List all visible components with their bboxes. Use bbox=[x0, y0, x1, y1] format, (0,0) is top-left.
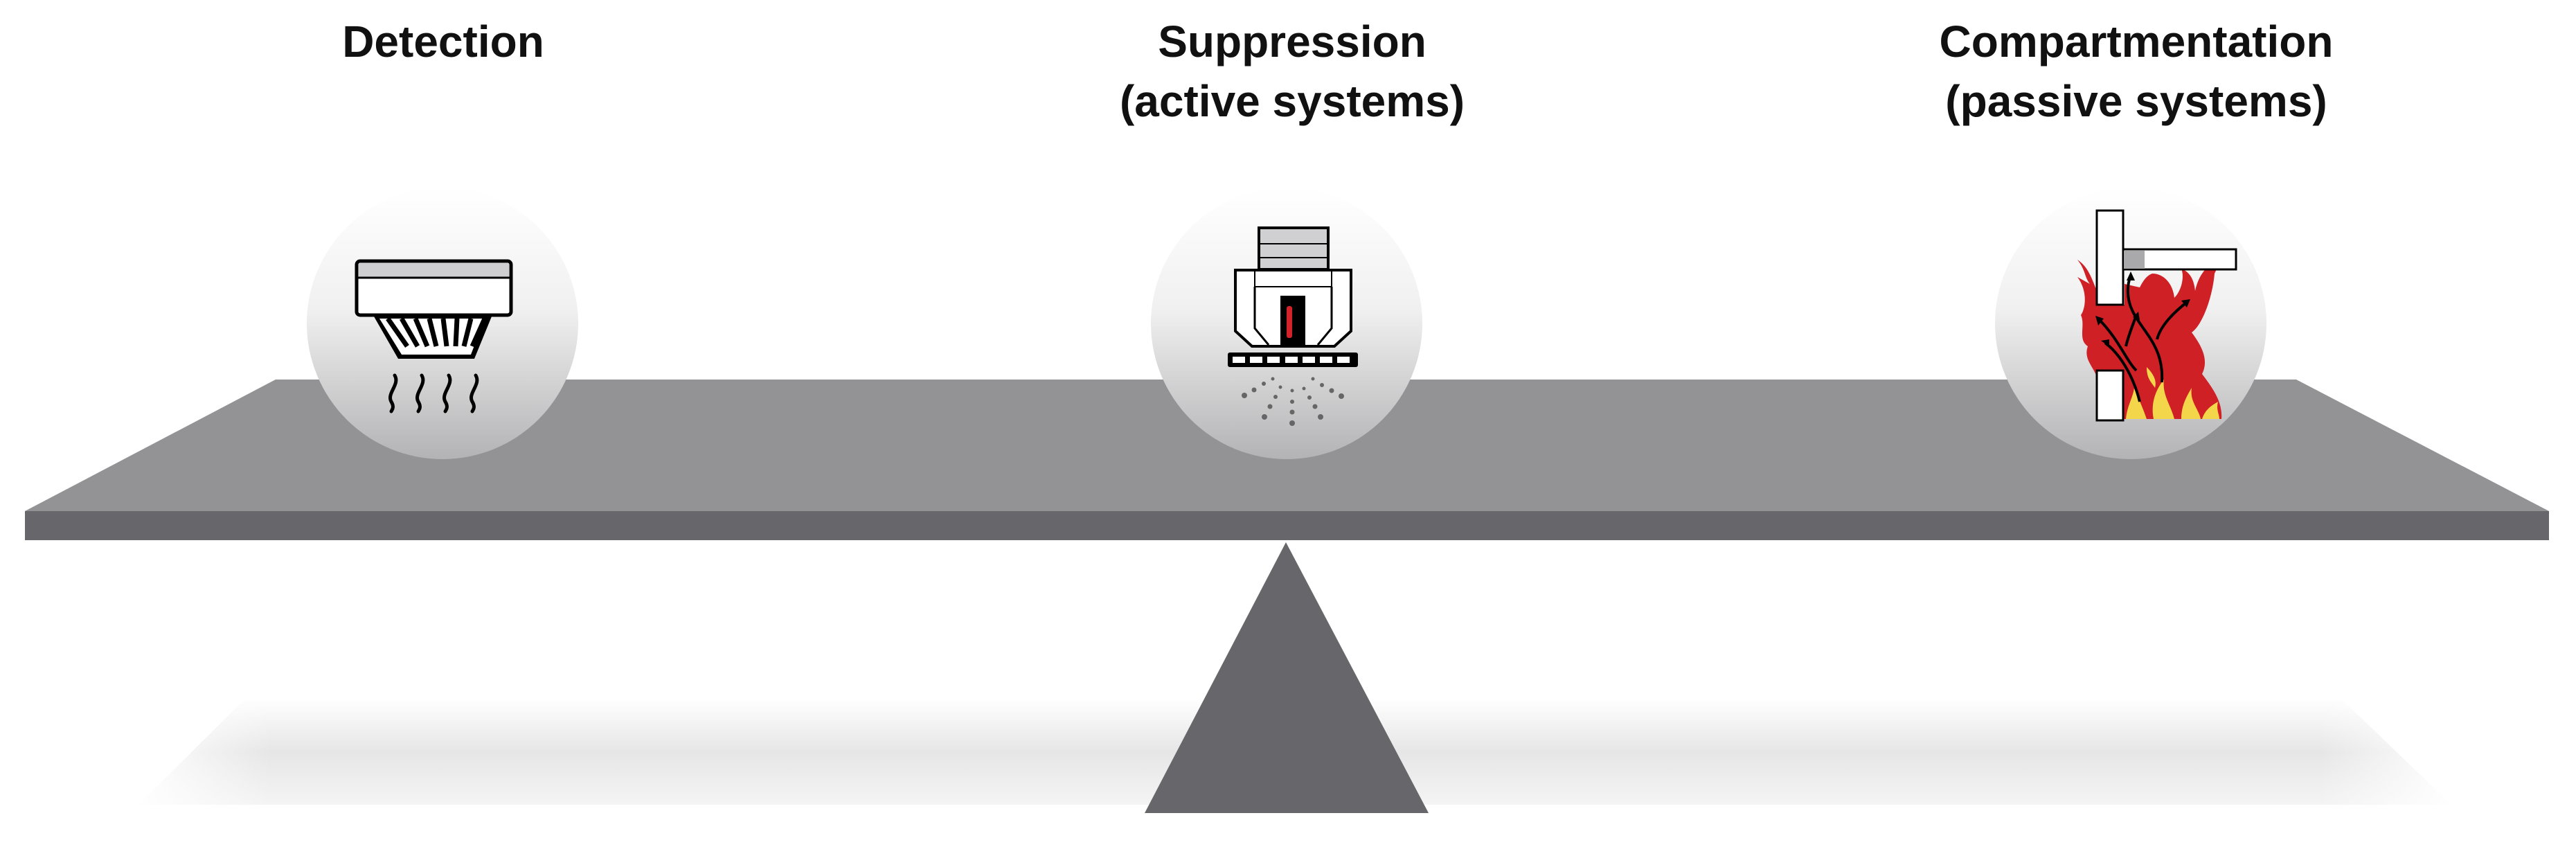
fire-compartment-icon bbox=[1995, 188, 2266, 459]
subtitle-compartmentation: (passive systems) bbox=[1945, 76, 2327, 126]
fulcrum-triangle bbox=[1145, 542, 1429, 813]
title-suppression: Suppression bbox=[1158, 17, 1426, 66]
subtitle-suppression: (active systems) bbox=[1120, 76, 1465, 126]
title-detection: Detection bbox=[342, 17, 544, 66]
smoke-detector-icon bbox=[307, 188, 578, 459]
title-compartmentation: Compartmentation bbox=[1940, 17, 2334, 66]
seesaw-plank-edge bbox=[25, 511, 2549, 540]
sprinkler-icon bbox=[1151, 188, 1422, 459]
